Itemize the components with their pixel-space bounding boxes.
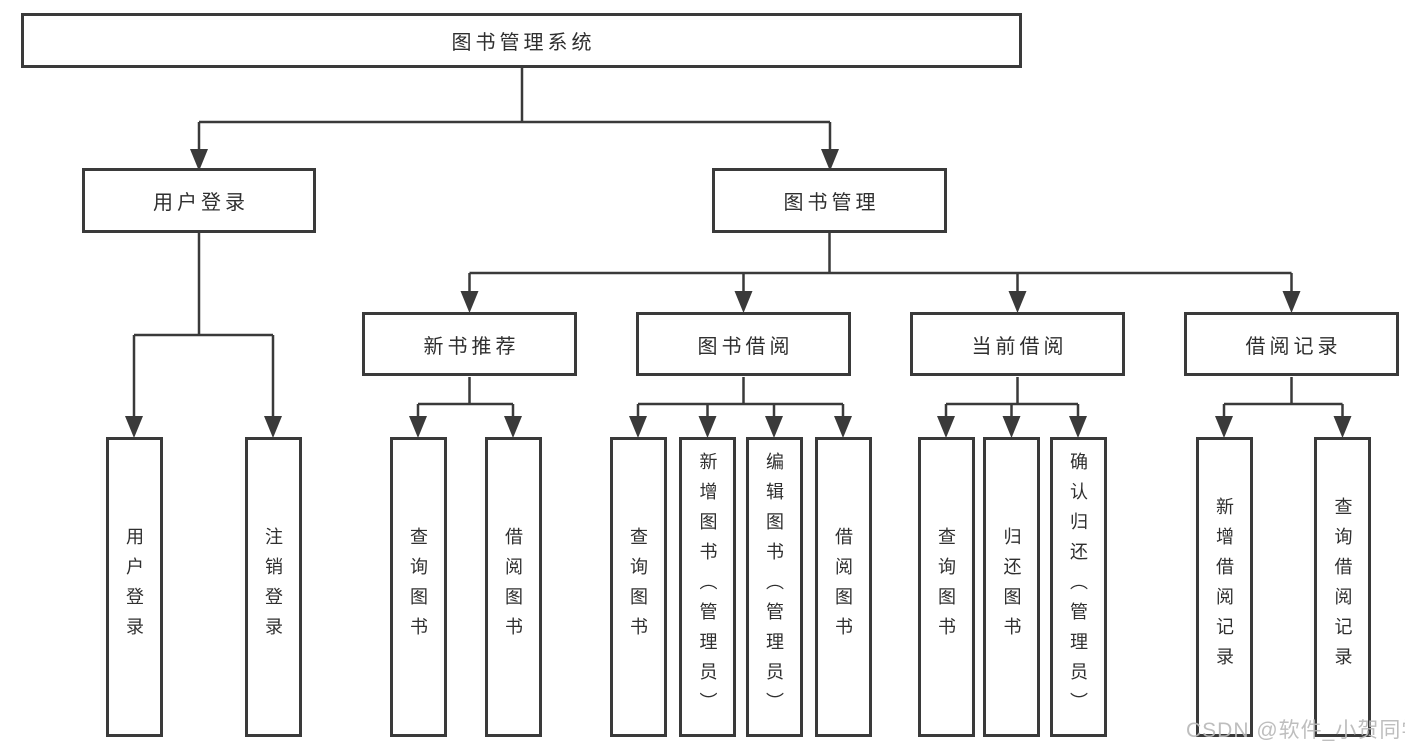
- node-leaf-borrow-books: 借阅图书: [814, 437, 872, 737]
- node-leaf-add-borrow-record: 新增借阅记录: [1195, 437, 1253, 737]
- node-leaf-borrow-books-recommend: 借阅图书: [484, 437, 542, 737]
- node-new-book-recommend: 新书推荐: [362, 312, 577, 376]
- node-leaf-user-login: 用户登录: [105, 437, 163, 737]
- node-leaf-query-books-current: 查询图书: [917, 437, 975, 737]
- node-leaf-query-borrow-record: 查询借阅记录: [1314, 437, 1371, 737]
- arrowheads: [125, 149, 1352, 438]
- csdn-watermark: CSDN @软件_小贺同学: [1186, 719, 1405, 742]
- node-current-borrowing: 当前借阅: [910, 312, 1125, 376]
- node-leaf-add-books-admin: 新增图书（管理员）: [679, 437, 736, 737]
- node-leaf-query-books-recommend: 查询图书: [389, 437, 447, 737]
- node-leaf-query-books-borrowing: 查询图书: [609, 437, 667, 737]
- node-book-borrowing: 图书借阅: [636, 312, 851, 376]
- node-leaf-confirm-return-admin: 确认归还（管理员）: [1049, 437, 1107, 737]
- node-library-management-system: 图书管理系统: [21, 13, 1022, 68]
- connector-stems: [132, 68, 1344, 418]
- node-book-management: 图书管理: [712, 168, 947, 233]
- node-leaf-edit-books-admin: 编辑图书（管理员）: [745, 437, 803, 737]
- node-borrowing-records: 借阅记录: [1184, 312, 1399, 376]
- node-leaf-logout: 注销登录: [244, 437, 302, 737]
- node-user-login: 用户登录: [82, 168, 316, 233]
- node-leaf-return-books: 归还图书: [983, 437, 1040, 737]
